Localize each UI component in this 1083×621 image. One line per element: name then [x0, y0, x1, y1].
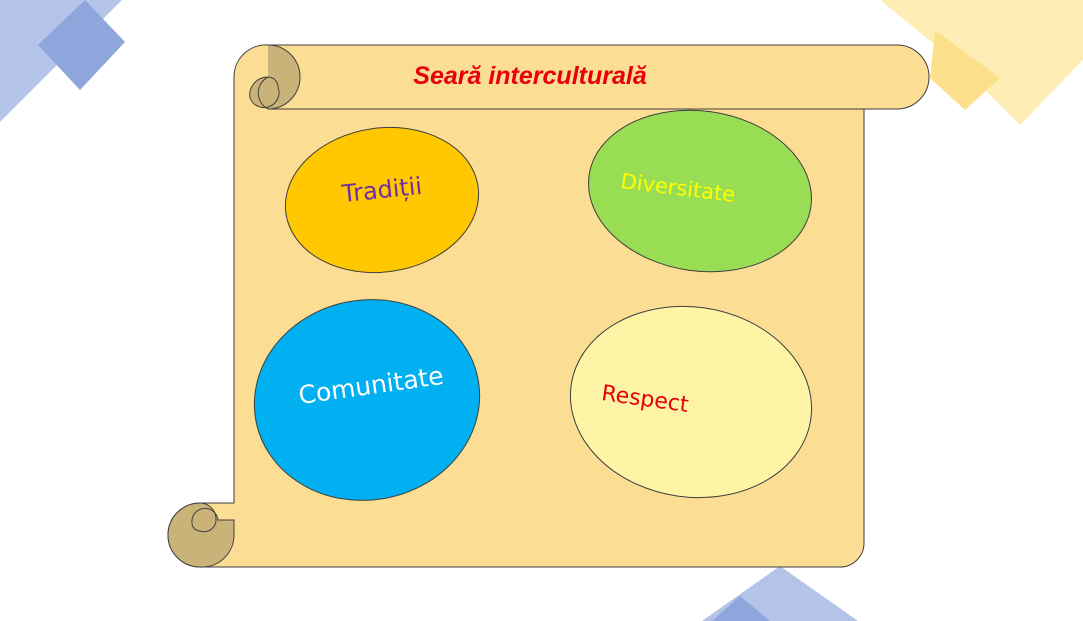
decor-top-left	[0, 0, 125, 122]
node-comunitate-shape	[253, 299, 481, 501]
decor-diamond-blue-dark	[38, 0, 125, 90]
node-traditii-shape	[284, 126, 480, 274]
node-traditii	[284, 126, 480, 274]
decor-diamond-blue-bottom-small	[712, 596, 770, 621]
node-diversitate-shape	[588, 109, 812, 273]
node-respect	[569, 305, 813, 499]
decor-diamond-yellow-dark	[930, 30, 1000, 110]
diagram-title: Seară interculturală	[413, 62, 647, 90]
decor-top-right	[880, 0, 1083, 125]
scroll-body	[167, 44, 930, 568]
scroll-bottom-curl	[167, 502, 235, 568]
decor-bottom	[702, 566, 858, 621]
scroll-banner	[167, 44, 930, 568]
scroll-top-curl	[249, 44, 301, 110]
decor-diamond-yellow-light	[880, 0, 1083, 125]
node-comunitate	[253, 299, 481, 501]
node-diversitate	[588, 109, 812, 273]
node-respect-shape	[569, 305, 813, 499]
